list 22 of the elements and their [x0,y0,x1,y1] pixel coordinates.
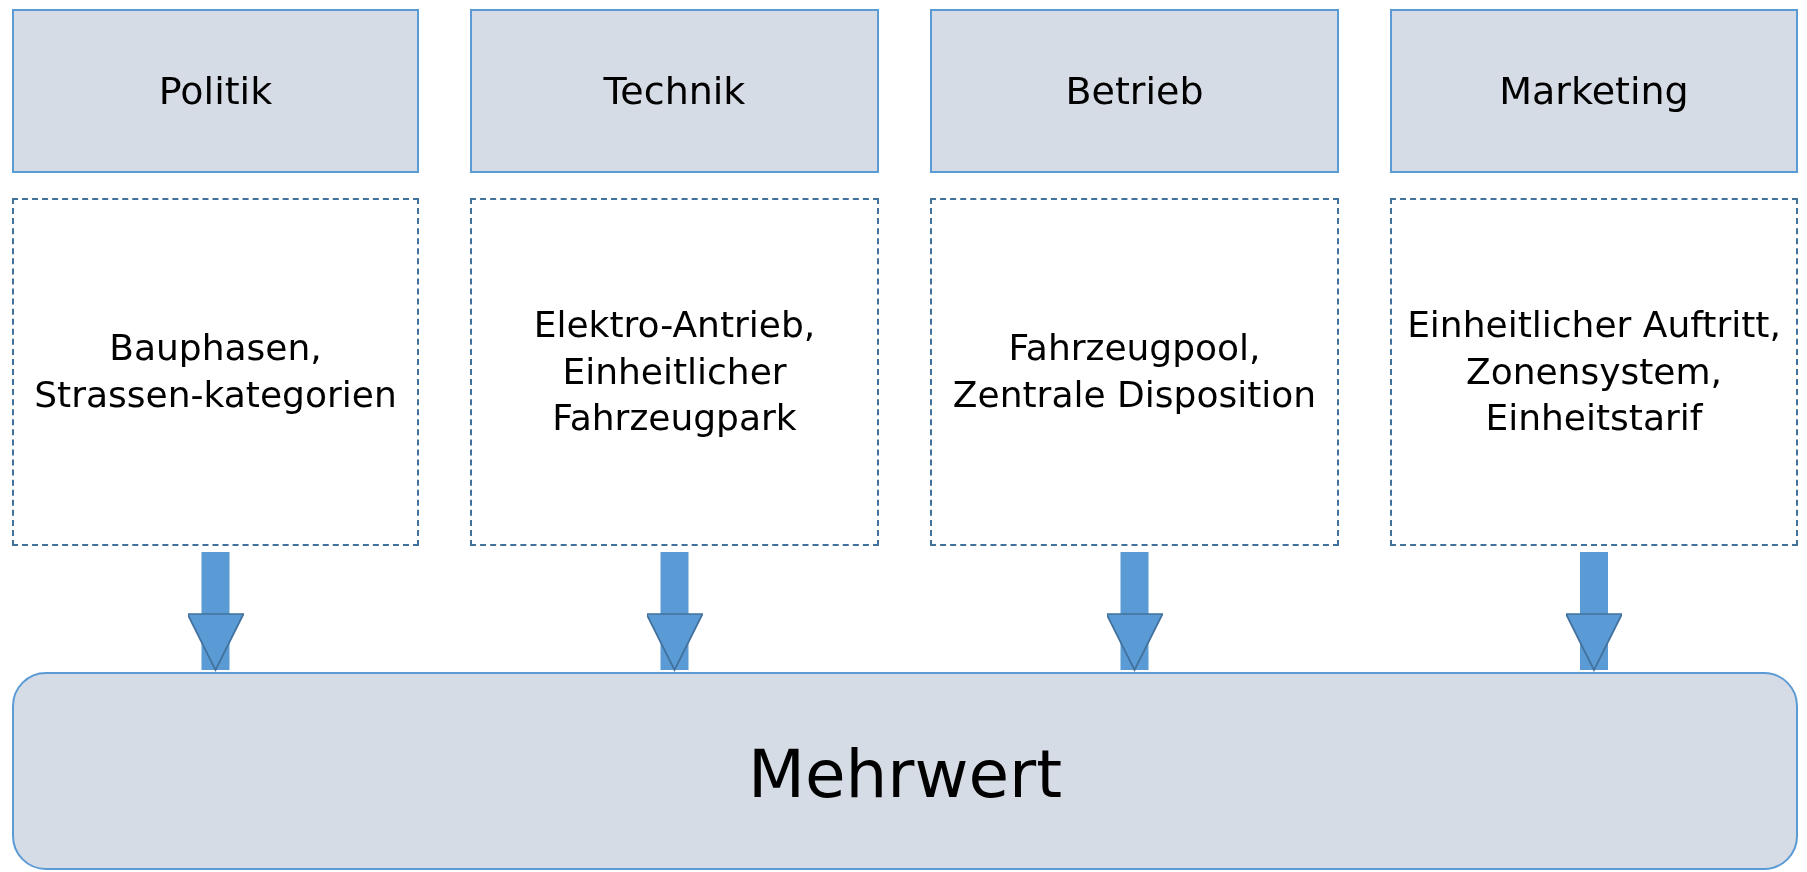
block-arrow [1565,552,1623,671]
measures-text: Einheitlicher Auftritt, Zonensystem, Einheitstarif [1406,302,1782,441]
category-label: Technik [603,69,746,113]
category-label: Betrieb [1065,69,1204,113]
block-arrow [645,552,704,671]
category-label: Politik [158,69,273,113]
block-arrow [186,552,245,671]
measures-box [930,198,1339,546]
measures-text: Fahrzeugpool, Zentrale Disposition [951,326,1318,417]
measures-box [1390,198,1798,546]
measures-box [470,198,879,546]
block-arrow [1105,552,1164,671]
category-label: Marketing [1499,69,1689,113]
measures-box [12,198,419,546]
category-box [930,9,1339,173]
result-box [12,672,1798,870]
category-box [1390,9,1798,173]
result-label: Mehrwert [747,736,1063,813]
category-box [12,9,419,173]
measures-text: Bauphasen, Strassen-kategorien [33,326,398,417]
category-box [470,9,879,173]
measures-text: Elektro-Antrieb, Einheitlicher Fahrzeugpark [532,302,817,441]
